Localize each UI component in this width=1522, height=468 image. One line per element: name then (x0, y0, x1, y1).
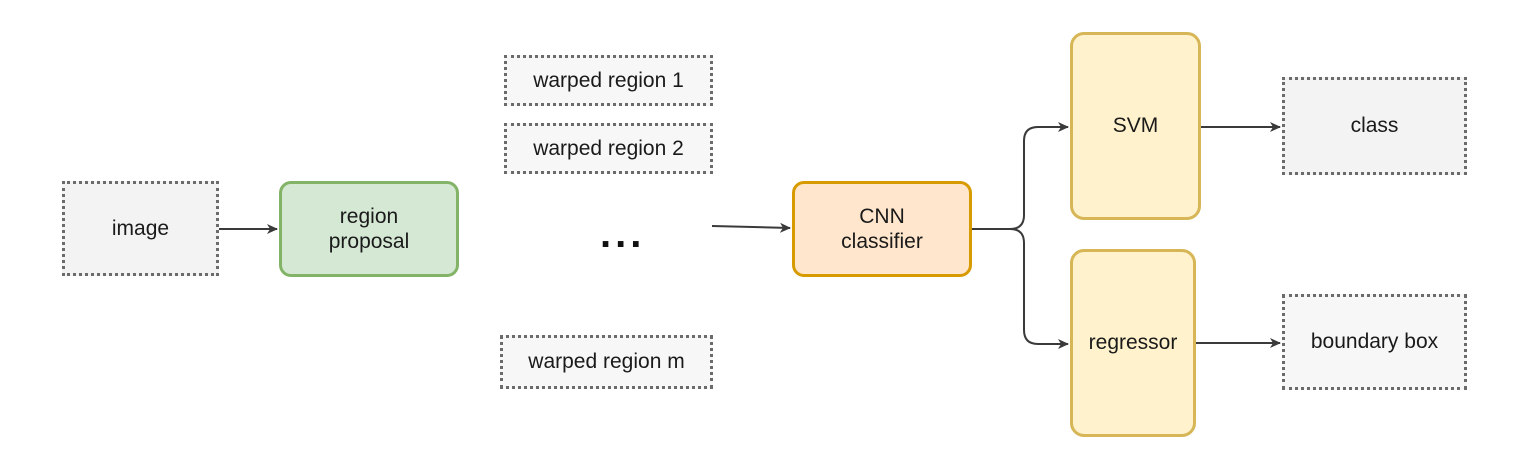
cnn-classifier-label: CNN classifier (841, 204, 923, 253)
edge-cnn-to-regressor (971, 228, 1069, 349)
warped-region-1-label: warped region 1 (533, 68, 684, 92)
image-node: image (62, 181, 219, 276)
region-proposal-label: region proposal (328, 204, 410, 253)
edge-regions-to-cnn (711, 222, 791, 233)
svm-label: SVM (1112, 114, 1159, 138)
ellipsis-marker: ... (600, 214, 645, 254)
class-output-node: class (1282, 77, 1467, 175)
regressor-node: regressor (1070, 249, 1196, 437)
edge-cnn-to-svm (971, 122, 1069, 230)
region-proposal-node: region proposal (279, 181, 459, 277)
boundary-box-output-node: boundary box (1282, 294, 1467, 390)
ellipsis-label: ... (600, 212, 646, 256)
warped-region-2-node: warped region 2 (504, 123, 713, 174)
boundary-box-output-label: boundary box (1310, 330, 1439, 354)
cnn-classifier-node: CNN classifier (792, 181, 972, 277)
warped-region-m-label: warped region m (528, 350, 685, 374)
class-output-label: class (1350, 114, 1399, 138)
warped-region-m-node: warped region m (500, 335, 713, 389)
regressor-label: regressor (1088, 331, 1178, 355)
svm-node: SVM (1070, 32, 1201, 220)
warped-region-1-node: warped region 1 (504, 55, 713, 106)
warped-region-2-label: warped region 2 (533, 136, 684, 160)
image-node-label: image (111, 216, 170, 240)
